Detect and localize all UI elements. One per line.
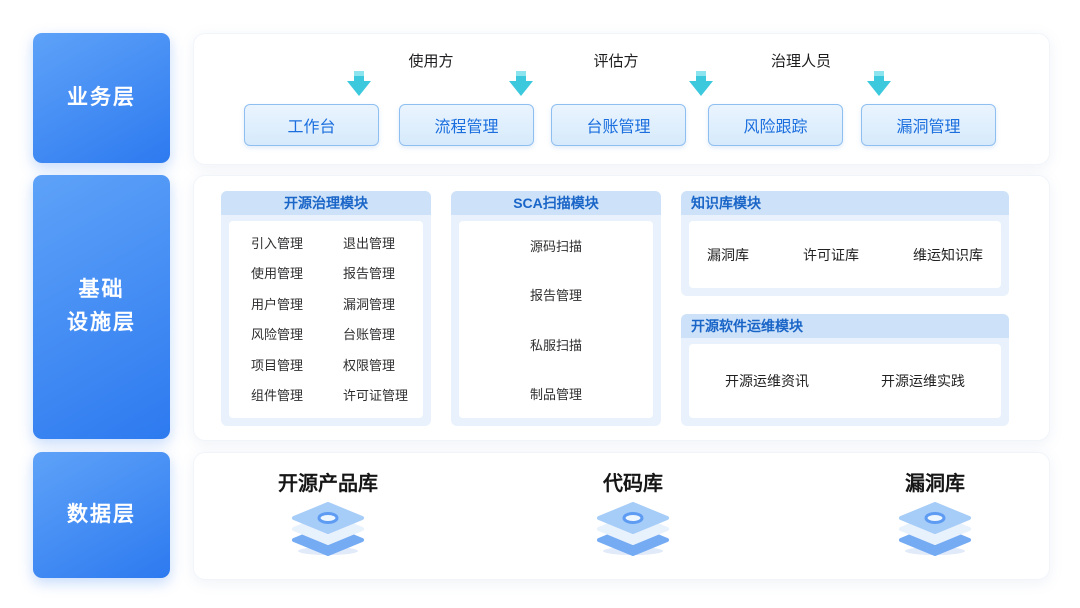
module-item: 风险管理 — [251, 327, 304, 343]
module-item: 退出管理 — [343, 236, 396, 251]
module-item: 报告管理 — [529, 288, 582, 304]
module-item: 权限管理 — [343, 357, 396, 373]
module-item: 报告管理 — [343, 266, 396, 282]
module-open-source-ops: 开源软件运维模块 开源运维资讯 开源运维实践 — [681, 314, 1009, 426]
module-item: 漏洞库 — [707, 246, 749, 263]
module-item: 引入管理 — [251, 236, 304, 251]
module-item: 许可证库 — [803, 246, 859, 263]
database-item-open-source-products: 开源产品库 — [238, 467, 418, 556]
module-item: 组件管理 — [251, 387, 304, 403]
module-title: 开源治理模块 — [221, 191, 431, 215]
infrastructure-layer-panel: 开源治理模块 引入管理 退出管理 使用管理 报告管理 用户管理 漏洞管理 风险管… — [193, 175, 1050, 441]
module-item: 源码扫描 — [529, 239, 582, 255]
database-label: 开源产品库 — [278, 473, 378, 495]
ledger-management-button[interactable]: 台账管理 — [551, 104, 686, 146]
module-item: 开源运维实践 — [881, 373, 965, 389]
module-item: 制品管理 — [529, 386, 582, 402]
module-item: 私服扫描 — [529, 337, 582, 353]
role-label-user: 使用方 — [408, 53, 454, 70]
module-item-list: 引入管理 退出管理 使用管理 报告管理 用户管理 漏洞管理 风险管理 台账管理 … — [229, 221, 423, 418]
module-item: 维运知识库 — [913, 246, 983, 263]
layer-label-data: 数据层 — [33, 452, 170, 578]
module-item: 台账管理 — [343, 327, 396, 343]
layer-label-infrastructure: 基础 设施层 — [33, 175, 170, 439]
data-layer-panel: 开源产品库 代码库 — [193, 452, 1050, 580]
module-item: 许可证管理 — [343, 387, 409, 403]
database-label: 代码库 — [603, 473, 663, 495]
down-arrow-icon — [689, 71, 713, 96]
down-arrow-icon — [509, 71, 533, 96]
module-item: 用户管理 — [251, 296, 304, 312]
role-label-assessor: 评估方 — [593, 53, 639, 70]
module-item: 漏洞管理 — [343, 296, 396, 312]
down-arrow-icon — [867, 71, 891, 96]
module-item: 开源运维资讯 — [725, 373, 809, 389]
process-management-button[interactable]: 流程管理 — [399, 104, 534, 146]
module-item-list: 源码扫描 报告管理 私服扫描 制品管理 — [459, 221, 653, 418]
database-stack-icon — [893, 498, 977, 556]
risk-tracking-button[interactable]: 风险跟踪 — [708, 104, 843, 146]
database-stack-icon — [591, 498, 675, 556]
database-item-vulnerability-library: 漏洞库 — [845, 467, 1025, 556]
vulnerability-management-button[interactable]: 漏洞管理 — [861, 104, 996, 146]
module-item: 使用管理 — [251, 266, 304, 282]
module-title: 知识库模块 — [681, 191, 1009, 215]
workbench-button[interactable]: 工作台 — [244, 104, 379, 146]
business-layer-panel: 使用方 评估方 治理人员 工作台 流程管理 台账管理 风险跟踪 漏洞管理 — [193, 33, 1050, 165]
module-title: 开源软件运维模块 — [681, 314, 1009, 338]
database-stack-icon — [286, 498, 370, 556]
module-item-list: 漏洞库 许可证库 维运知识库 — [689, 221, 1001, 288]
module-knowledge-base: 知识库模块 漏洞库 许可证库 维运知识库 — [681, 191, 1009, 296]
database-item-code-repository: 代码库 — [543, 467, 723, 556]
role-label-governance-staff: 治理人员 — [770, 53, 832, 70]
layer-label-business: 业务层 — [33, 33, 170, 163]
module-open-source-governance: 开源治理模块 引入管理 退出管理 使用管理 报告管理 用户管理 漏洞管理 风险管… — [221, 191, 431, 426]
module-title: SCA扫描模块 — [451, 191, 661, 215]
module-item: 项目管理 — [251, 357, 304, 373]
module-sca-scan: SCA扫描模块 源码扫描 报告管理 私服扫描 制品管理 — [451, 191, 661, 426]
database-label: 漏洞库 — [905, 473, 965, 495]
down-arrow-icon — [347, 71, 371, 96]
module-item-list: 开源运维资讯 开源运维实践 — [689, 344, 1001, 418]
